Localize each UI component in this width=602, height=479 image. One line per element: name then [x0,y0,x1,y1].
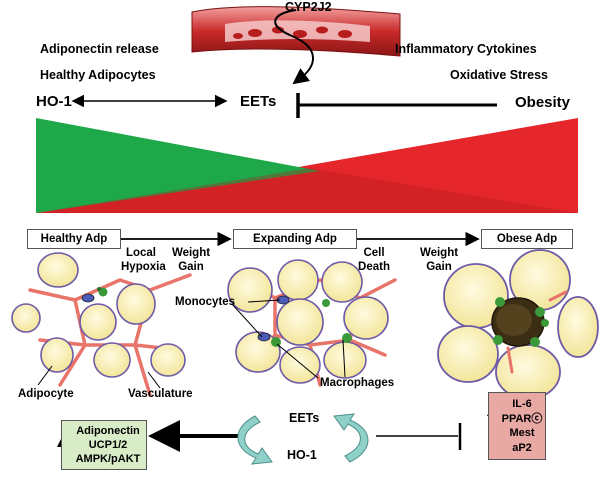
mest-item: Mest [509,427,535,439]
obesity-label: Obesity [515,94,571,111]
eets-label: EETs [240,93,277,110]
stage-obese-box: Obese Adp [481,229,573,249]
macrophages-pointer-1 [342,339,346,378]
expanding-tissue [227,259,397,387]
macrophages-label: Macrophages [320,377,395,389]
eets-bottom-label: EETs [289,411,320,425]
cyp2j2-label: CYP2J2 [285,0,332,14]
adipocyte-pointer [37,365,53,386]
cycle-arrow-left [237,415,273,465]
adiponectin-release-label: Adiponectin release [40,42,159,56]
vasculature-pointer [147,371,161,389]
cyp2j2-arrow [274,9,314,85]
blood-vessel-illustration [191,6,401,57]
ucp12-item: UCP1/2 [88,439,128,451]
macrophages-pointer-2 [276,343,319,379]
oxidative-stress-label: Oxidative Stress [450,68,548,82]
stage-healthy-box: Healthy Adp [27,229,121,249]
ampk-pakt-item: AMPK/pAKT [75,453,141,465]
adiponectin-item: Adiponectin [76,425,140,437]
adipocyte-label: Adipocyte [18,388,74,400]
ap2-item: aP2 [512,441,532,454]
ho1-label: HO-1 [36,93,72,110]
ho1-bottom-label: HO-1 [287,448,317,462]
green-wedge [36,118,320,213]
effects-up-box: Adiponectin UCP1/2 AMPK/pAKT [61,420,147,470]
inflammatory-cytokines-label: Inflammatory Cytokines [395,42,537,56]
healthy-adipocytes-label: Healthy Adipocytes [40,68,156,82]
monocytes-pointer-1 [247,299,281,303]
il6-item: IL-6 [512,398,532,410]
obese-tissue [437,249,599,400]
monocytes-pointer-2 [231,303,263,338]
healthy-tissue [11,252,192,397]
stage-expanding-box: Expanding Adp [233,229,357,249]
ppar-item: PPARⓒ [501,412,543,425]
monocytes-label: Monocytes [175,296,236,308]
vasculature-label: Vasculature [128,388,193,400]
cycle-arrow-right [333,413,369,463]
effects-down-box: IL-6 PPARⓒ Mest aP2 [488,392,546,460]
